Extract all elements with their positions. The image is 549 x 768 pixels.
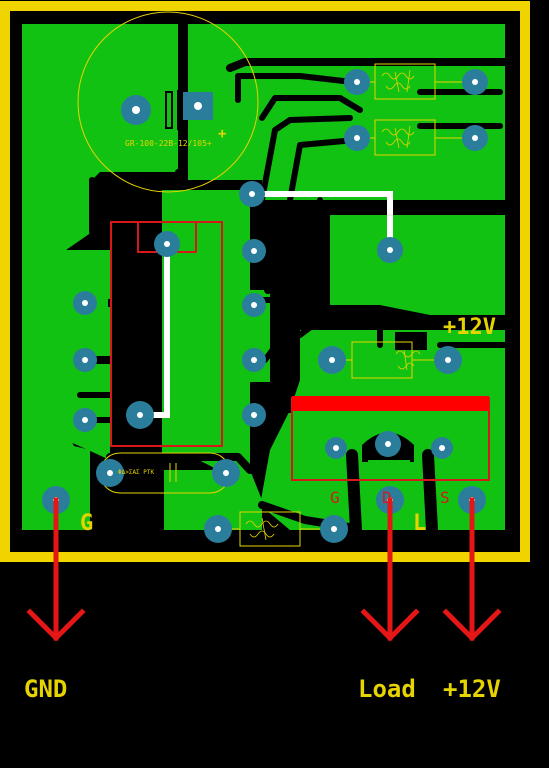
mosfet-pin-s-label: S bbox=[440, 488, 450, 507]
copper-pour-left bbox=[22, 24, 178, 530]
copper-pour-right-mid bbox=[330, 215, 505, 315]
board-label-plus12v: +12V bbox=[443, 315, 496, 340]
drill-r3-a bbox=[329, 357, 335, 363]
copper-pour-center bbox=[162, 190, 270, 472]
resistor-markings bbox=[245, 69, 421, 541]
copper-cutouts bbox=[112, 250, 427, 462]
drill-r2-a bbox=[354, 135, 360, 141]
board-label-l: L bbox=[413, 511, 426, 536]
output-label-gnd: GND bbox=[24, 675, 67, 703]
cutout-q-strip bbox=[112, 250, 130, 450]
drill-r1-a bbox=[354, 79, 360, 85]
mosfet-pin-g-label: G bbox=[330, 488, 340, 507]
output-arrows bbox=[26, 497, 502, 642]
drill-q1-tab bbox=[164, 241, 170, 247]
drill-q1-2 bbox=[251, 248, 257, 254]
drill-r4-a bbox=[215, 526, 221, 532]
drill-q1-5 bbox=[82, 357, 88, 363]
copper-pour-bottom-center bbox=[162, 470, 262, 530]
drill-mosfet-s bbox=[439, 445, 445, 451]
output-label-plus12v: +12V bbox=[443, 675, 501, 703]
drill-r4-b bbox=[331, 526, 337, 532]
copper-pour-top-right bbox=[188, 24, 505, 200]
drill-c2-b bbox=[223, 470, 229, 476]
drill-r2-b bbox=[472, 135, 478, 141]
drill-q1-6 bbox=[251, 357, 257, 363]
board-outline bbox=[0, 1, 530, 562]
courtyard-layer bbox=[110, 221, 490, 481]
small-cap-marking: ΦΔ>ΣΑΣ ΡΤΚ bbox=[118, 469, 155, 476]
drill-q1-8 bbox=[137, 412, 143, 418]
drill-mosfet-d bbox=[385, 441, 391, 447]
drill-q1-7 bbox=[82, 417, 88, 423]
drill-q1-4 bbox=[251, 302, 257, 308]
drill-mosfet-g bbox=[333, 445, 339, 451]
drill-cap-minus bbox=[132, 106, 140, 114]
cutout-pad-chan bbox=[395, 332, 427, 350]
jumper-1 bbox=[252, 191, 393, 250]
mosfet-tab bbox=[292, 396, 489, 411]
drill-via-2 bbox=[387, 247, 393, 253]
cap-marking: GR-100-22B-12/105+ bbox=[125, 139, 212, 148]
drill-via-1 bbox=[249, 191, 255, 197]
board-label-g: G bbox=[80, 511, 93, 536]
arrow-gnd bbox=[26, 497, 86, 642]
output-label-load: Load bbox=[358, 675, 416, 703]
cap-outline bbox=[77, 11, 259, 193]
mosfet-pin-d-label: D bbox=[382, 488, 392, 507]
cap-plus-marking: + bbox=[218, 126, 226, 142]
drill-q1-9 bbox=[251, 412, 257, 418]
arrow-load bbox=[360, 497, 420, 642]
arrow-plus12v bbox=[442, 497, 502, 642]
drill-c2-a bbox=[107, 470, 113, 476]
cap-polarity-symbol bbox=[165, 90, 179, 130]
drill-cap-plus bbox=[194, 102, 202, 110]
drill-r3-b bbox=[445, 357, 451, 363]
drill-holes bbox=[53, 79, 478, 532]
drill-r1-b bbox=[472, 79, 478, 85]
drill-q1-3 bbox=[82, 300, 88, 306]
